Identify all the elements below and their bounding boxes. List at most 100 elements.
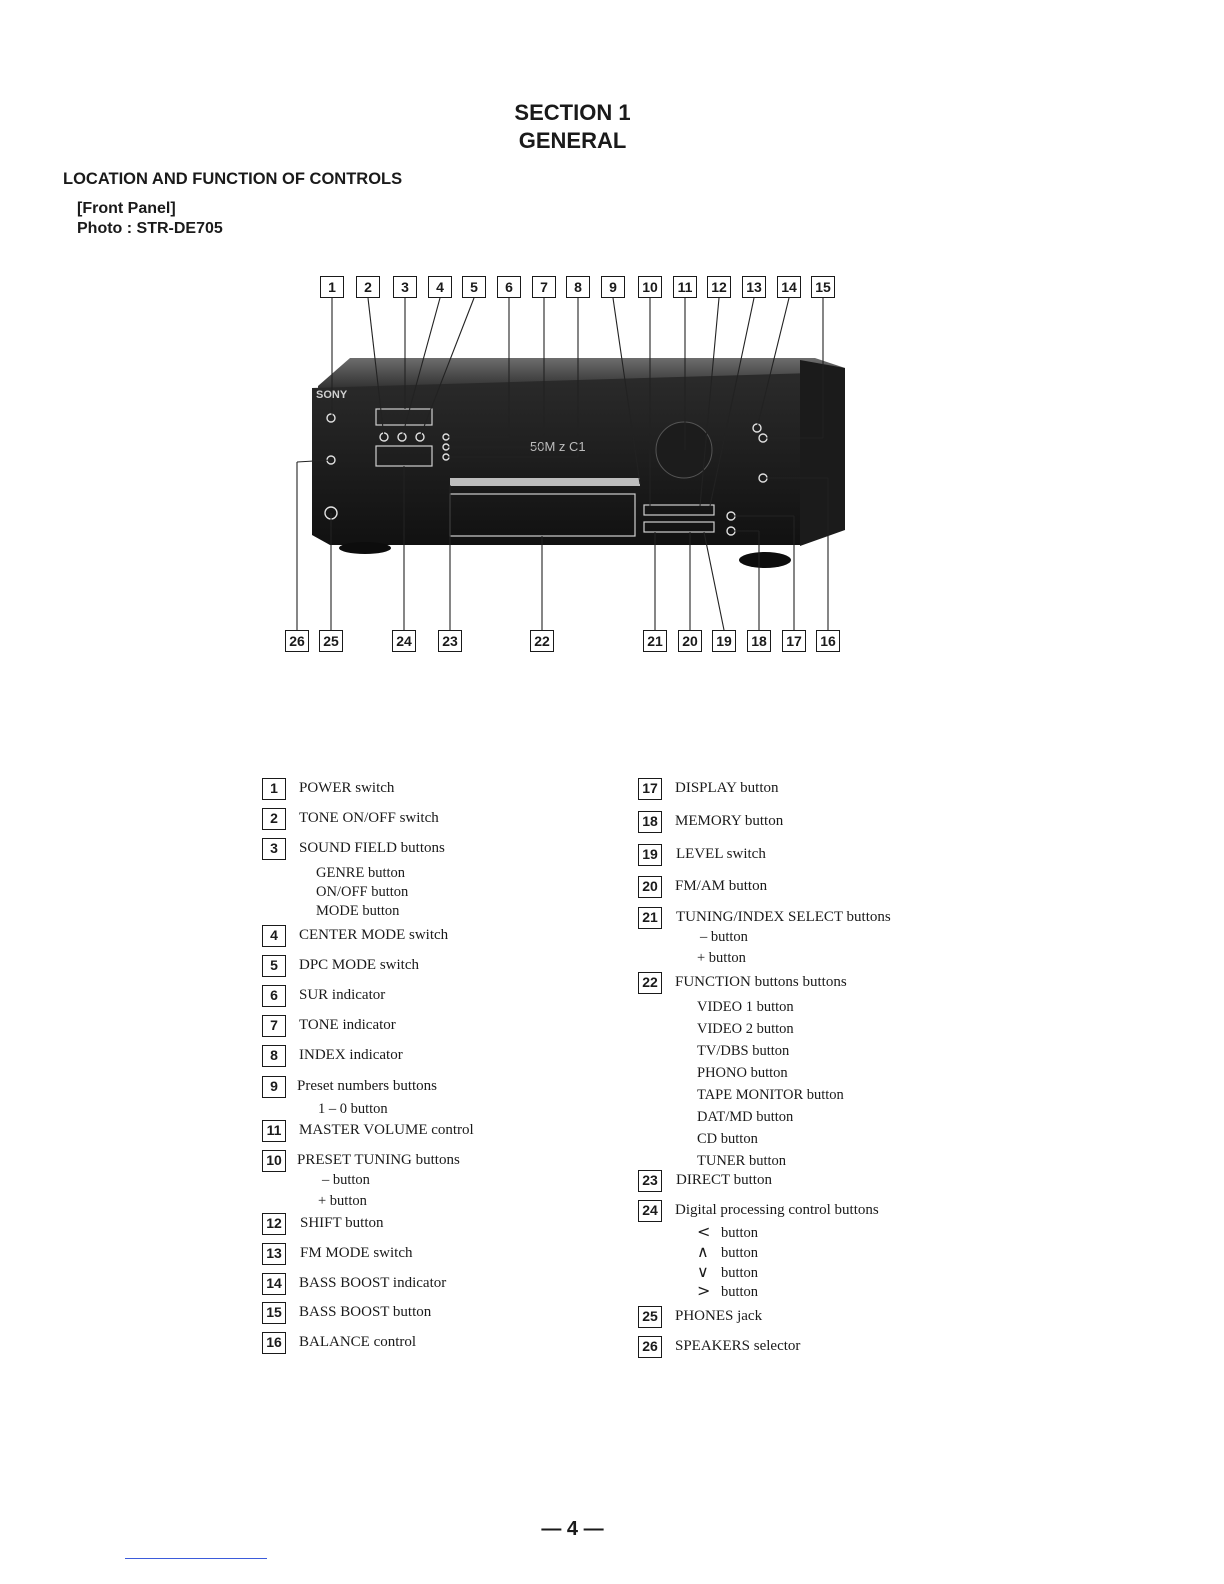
legend-num: 2 bbox=[262, 808, 286, 830]
legend-num: 10 bbox=[262, 1150, 286, 1172]
callout-13: 13 bbox=[742, 276, 766, 298]
callout-12: 12 bbox=[707, 276, 731, 298]
legend-sub: 1 – 0 button bbox=[318, 1101, 388, 1118]
legend-num: 19 bbox=[638, 844, 662, 866]
callout-9: 9 bbox=[601, 276, 625, 298]
callout-2: 2 bbox=[356, 276, 380, 298]
legend-num: 13 bbox=[262, 1243, 286, 1265]
legend-num: 3 bbox=[262, 838, 286, 860]
legend-label: BASS BOOST indicator bbox=[299, 1275, 446, 1292]
legend-num: 7 bbox=[262, 1015, 286, 1037]
legend-label: Digital processing control buttons bbox=[675, 1202, 879, 1219]
legend-label: SOUND FIELD buttons bbox=[299, 840, 445, 857]
legend-sub: + button bbox=[697, 950, 746, 967]
legend-sub: CD button bbox=[697, 1131, 758, 1148]
legend-num: 4 bbox=[262, 925, 286, 947]
legend-label: LEVEL switch bbox=[676, 846, 766, 863]
callout-16: 16 bbox=[816, 630, 840, 652]
legend-label: SUR indicator bbox=[299, 987, 385, 1004]
legend-sub: ON/OFF button bbox=[316, 884, 408, 901]
legend-label: BASS BOOST button bbox=[299, 1304, 431, 1321]
legend-sub-text: button bbox=[721, 1245, 758, 1261]
callout-7: 7 bbox=[532, 276, 556, 298]
legend-num: 11 bbox=[262, 1120, 286, 1142]
legend-sub-text: button bbox=[721, 1225, 758, 1241]
legend-num: 25 bbox=[638, 1306, 662, 1328]
legend-sub: TAPE MONITOR button bbox=[697, 1087, 844, 1104]
legend-sub: + button bbox=[318, 1193, 367, 1210]
legend-label: FM MODE switch bbox=[300, 1245, 413, 1262]
callout-6: 6 bbox=[497, 276, 521, 298]
legend-num: 24 bbox=[638, 1200, 662, 1222]
callout-8: 8 bbox=[566, 276, 590, 298]
legend-label: CENTER MODE switch bbox=[299, 927, 448, 944]
legend-sub: <button bbox=[697, 1222, 758, 1242]
callout-25: 25 bbox=[319, 630, 343, 652]
legend-num: 15 bbox=[262, 1302, 286, 1324]
legend-sub: >button bbox=[697, 1281, 758, 1301]
legend-label: TONE indicator bbox=[299, 1017, 396, 1034]
receiver-photo: SONY 50M z C1 bbox=[0, 0, 1224, 700]
legend-label: DISPLAY button bbox=[675, 780, 779, 797]
legend-num: 6 bbox=[262, 985, 286, 1007]
legend-sub: MODE button bbox=[316, 903, 399, 920]
legend-num: 5 bbox=[262, 955, 286, 977]
legend-sub: DAT/MD button bbox=[697, 1109, 793, 1126]
legend-label: SPEAKERS selector bbox=[675, 1338, 800, 1355]
callout-20: 20 bbox=[678, 630, 702, 652]
callout-22: 22 bbox=[530, 630, 554, 652]
callout-1: 1 bbox=[320, 276, 344, 298]
legend-label: SHIFT button bbox=[300, 1215, 384, 1232]
legend-sub-text: button bbox=[721, 1265, 758, 1281]
legend-num: 12 bbox=[262, 1213, 286, 1235]
up-caret-icon: ∧ bbox=[697, 1242, 721, 1261]
legend-label: DPC MODE switch bbox=[299, 957, 419, 974]
legend-label: MASTER VOLUME control bbox=[299, 1122, 474, 1139]
legend-num: 22 bbox=[638, 972, 662, 994]
legend-num: 20 bbox=[638, 876, 662, 898]
legend-sub: – button bbox=[322, 1172, 370, 1189]
callout-26: 26 bbox=[285, 630, 309, 652]
legend-sub: GENRE button bbox=[316, 865, 405, 882]
callout-4: 4 bbox=[428, 276, 452, 298]
callout-17: 17 bbox=[782, 630, 806, 652]
legend-label: FM/AM button bbox=[675, 878, 767, 895]
callout-15: 15 bbox=[811, 276, 835, 298]
legend-label: FUNCTION buttons buttons bbox=[675, 974, 847, 991]
down-caret-icon: ∨ bbox=[697, 1262, 721, 1281]
legend-num: 1 bbox=[262, 778, 286, 800]
legend-sub: VIDEO 1 button bbox=[697, 999, 794, 1016]
legend-label: BALANCE control bbox=[299, 1334, 416, 1351]
legend-sub: TV/DBS button bbox=[697, 1043, 789, 1060]
legend-label: TONE ON/OFF switch bbox=[299, 810, 439, 827]
footer-rule bbox=[125, 1558, 267, 1559]
callout-14: 14 bbox=[777, 276, 801, 298]
legend-label: POWER switch bbox=[299, 780, 394, 797]
legend-label: MEMORY button bbox=[675, 813, 783, 830]
callout-19: 19 bbox=[712, 630, 736, 652]
callout-5: 5 bbox=[462, 276, 486, 298]
legend-num: 18 bbox=[638, 811, 662, 833]
foot-left bbox=[339, 542, 391, 554]
legend-num: 8 bbox=[262, 1045, 286, 1067]
callout-21: 21 bbox=[643, 630, 667, 652]
callout-24: 24 bbox=[392, 630, 416, 652]
callout-23: 23 bbox=[438, 630, 462, 652]
legend-label: PRESET TUNING buttons bbox=[297, 1152, 460, 1169]
less-than-icon: < bbox=[697, 1222, 721, 1241]
legend-sub: PHONO button bbox=[697, 1065, 788, 1082]
legend-num: 14 bbox=[262, 1273, 286, 1295]
legend-sub: – button bbox=[700, 929, 748, 946]
legend-num: 9 bbox=[262, 1076, 286, 1098]
legend-sub: TUNER button bbox=[697, 1153, 786, 1170]
callout-11: 11 bbox=[673, 276, 697, 298]
legend-num: 16 bbox=[262, 1332, 286, 1354]
legend-sub: ∧button bbox=[697, 1242, 758, 1262]
callout-10: 10 bbox=[638, 276, 662, 298]
legend-num: 17 bbox=[638, 778, 662, 800]
legend-num: 21 bbox=[638, 907, 662, 929]
page-number: — 4 — bbox=[0, 1518, 1145, 1541]
legend-num: 23 bbox=[638, 1170, 662, 1192]
legend-label: TUNING/INDEX SELECT buttons bbox=[676, 909, 891, 926]
greater-than-icon: > bbox=[697, 1281, 721, 1300]
